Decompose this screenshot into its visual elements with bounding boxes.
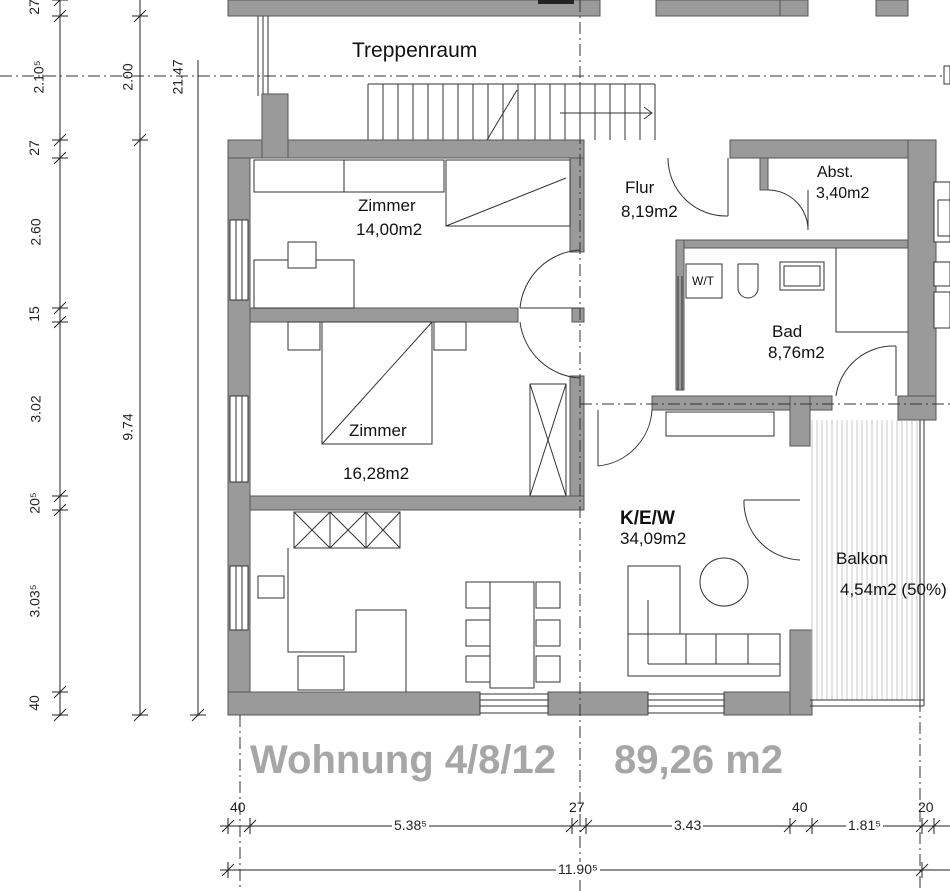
balcony-name: Balkon (836, 549, 888, 568)
room1-name: Zimmer (358, 196, 416, 215)
bath-fixtures (677, 248, 908, 390)
dim-bottom-row1-1: 3.43 (672, 817, 704, 833)
dim-bottom-top-1: 27 (569, 799, 585, 815)
bath-name: Bad (772, 322, 803, 341)
dim-bottom-top-0: 40 (230, 799, 246, 815)
room2-furniture (287, 321, 567, 497)
dim-mid-1: 9.74 (119, 413, 136, 441)
doors (519, 157, 897, 561)
right-edge (933, 65, 950, 329)
dim-left-6: 20⁵ (26, 492, 43, 514)
room2-area: 16,28m2 (343, 464, 410, 483)
apartment-area: 89,26 m2 (614, 738, 784, 782)
dim-bottom-row1-2: 1.81⁵ (846, 817, 884, 833)
storage-area: 3,40m2 (816, 185, 870, 202)
dim-bottom-row2-0: 11.90⁵ (556, 861, 600, 877)
stair-window (257, 16, 269, 96)
balcony-area: 4,54m2 (50%) (840, 580, 947, 599)
balcony-rail (810, 420, 925, 707)
dimension-lines-vertical (52, 0, 206, 722)
stairs (367, 83, 656, 141)
room1-area: 14,00m2 (356, 220, 423, 239)
living-area: 34,09m2 (620, 529, 687, 548)
room1-furniture (253, 159, 571, 309)
dim-outer-0: 21.47 (169, 59, 186, 95)
dim-left-8: 40 (25, 695, 42, 711)
dim-bottom-top-3: 20 (918, 799, 934, 815)
living-furniture (257, 411, 781, 692)
dim-bottom-row1-0: 5.38⁵ (392, 817, 430, 833)
bath-area: 8,76m2 (768, 343, 825, 362)
dim-left-0: 27 (25, 0, 42, 15)
dim-left-4: 15 (25, 306, 42, 322)
dim-left-1: 2.10⁵ (30, 60, 47, 94)
storage-name: Abst. (817, 164, 854, 181)
room2-name: Zimmer (349, 421, 407, 440)
dim-left-2: 27 (25, 140, 42, 156)
dim-bottom-top-2: 40 (792, 799, 808, 815)
dim-left-3: 2.60 (27, 218, 44, 246)
hall-name: Flur (625, 178, 655, 197)
upper-walls (227, 0, 909, 17)
wc-label: W/T (692, 274, 714, 288)
hall-area: 8,19m2 (621, 202, 678, 221)
apartment-label: Wohnung 4/8/12 (250, 738, 556, 782)
dim-left-7: 3.03⁵ (26, 584, 43, 618)
windows-left (229, 219, 725, 714)
dim-left-5: 3.02 (27, 395, 44, 423)
balcony (811, 420, 918, 700)
stair-label: Treppenraum (352, 39, 478, 62)
living-name: K/E/W (620, 508, 675, 529)
dim-mid-0: 2.00 (119, 63, 136, 91)
